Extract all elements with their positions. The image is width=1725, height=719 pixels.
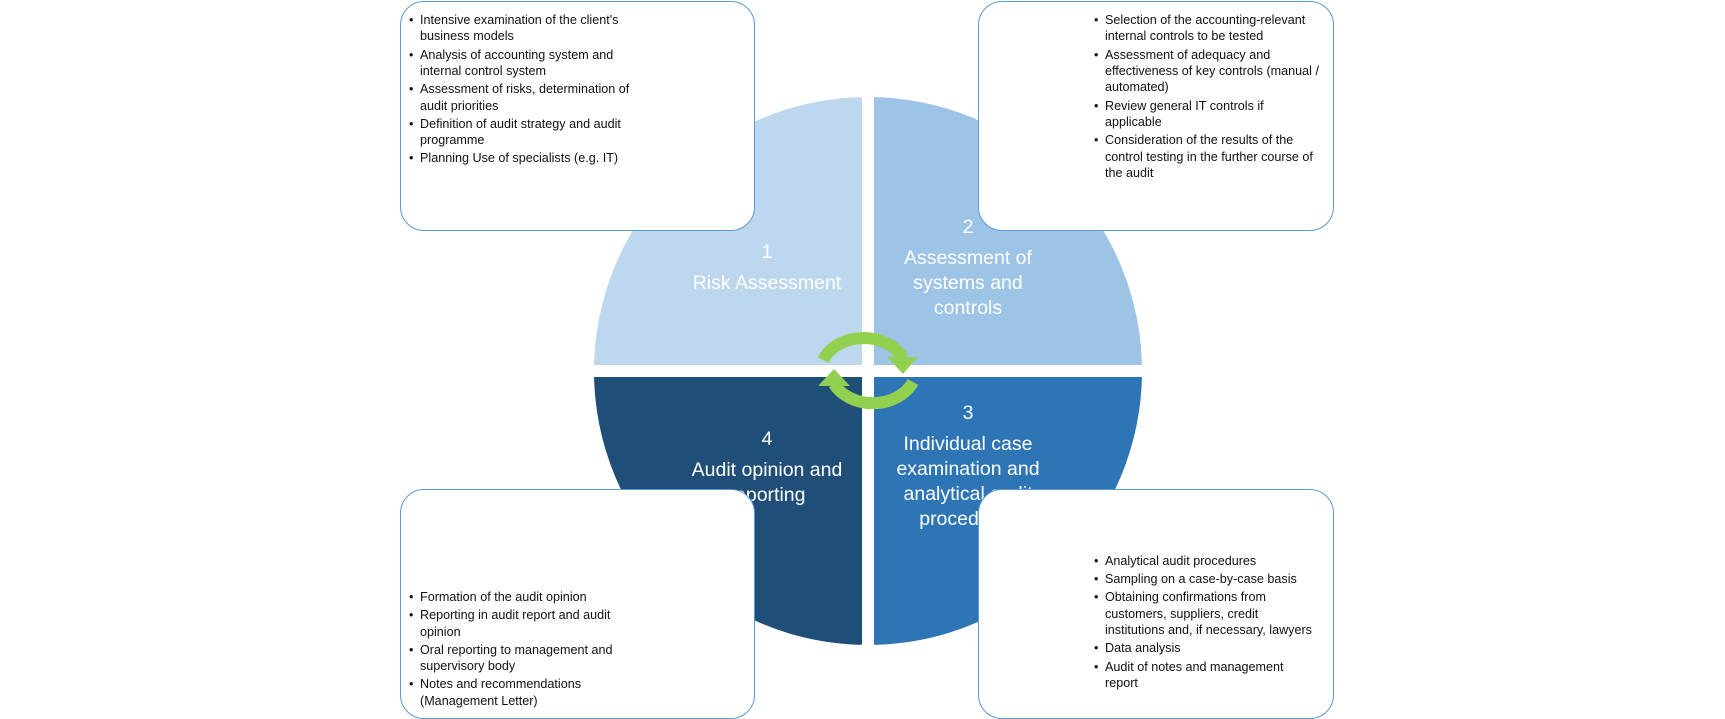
bullet-item: Analytical audit procedures [1094, 553, 1319, 570]
bullet-item: Review general IT controls if applicable [1094, 98, 1319, 131]
quadrant-4-number: 4 [761, 428, 773, 450]
case-examination-details-box: Analytical audit procedures Sampling on … [978, 489, 1334, 719]
risk-assessment-details-box: Intensive examination of the client's bu… [400, 1, 755, 231]
bullet-item: Analysis of accounting system and intern… [409, 47, 634, 80]
bullet-item: Planning Use of specialists (e.g. IT) [409, 150, 634, 167]
cycle-arrows-icon [817, 331, 919, 410]
quadrant-2-number: 2 [962, 216, 974, 238]
quadrant-2-title: Assessment of systems and controls [904, 247, 1032, 319]
quadrant-3-number: 3 [962, 402, 974, 424]
bullet-item: Consideration of the results of the cont… [1094, 132, 1319, 181]
bullet-item: Intensive examination of the client's bu… [409, 12, 634, 45]
audit-opinion-bullet-list: Formation of the audit opinion Reporting… [409, 589, 634, 711]
quadrant-1-label: 1 Risk Assessment [677, 240, 857, 296]
quadrant-1-title: Risk Assessment [692, 272, 842, 294]
vertical-divider [862, 93, 874, 649]
bullet-item: Sampling on a case-by-case basis [1094, 571, 1319, 588]
quadrant-2-label: 2 Assessment of systems and controls [888, 215, 1048, 321]
bullet-item: Selection of the accounting-relevant int… [1094, 12, 1319, 45]
quadrant-1-risk-assessment [594, 97, 868, 371]
risk-assessment-bullet-list: Intensive examination of the client's bu… [409, 12, 634, 169]
bullet-item: Oral reporting to management and supervi… [409, 642, 634, 675]
quadrant-2-systems-controls [868, 97, 1142, 371]
quadrant-1-number: 1 [761, 241, 773, 263]
systems-controls-bullet-list: Selection of the accounting-relevant int… [1094, 12, 1319, 183]
bullet-item: Audit of notes and management report [1094, 659, 1319, 692]
bullet-item: Assessment of adequacy and effectiveness… [1094, 47, 1319, 96]
bullet-item: Obtaining confirmations from customers, … [1094, 589, 1319, 638]
bullet-item: Formation of the audit opinion [409, 589, 634, 606]
systems-controls-details-box: Selection of the accounting-relevant int… [978, 1, 1334, 231]
bullet-item: Notes and recommendations (Management Le… [409, 676, 634, 709]
audit-opinion-details-box: Formation of the audit opinion Reporting… [400, 489, 755, 719]
bullet-item: Definition of audit strategy and audit p… [409, 116, 634, 149]
bullet-item: Data analysis [1094, 640, 1319, 657]
bullet-item: Assessment of risks, determination of au… [409, 81, 634, 114]
bullet-item: Reporting in audit report and audit opin… [409, 607, 634, 640]
case-examination-bullet-list: Analytical audit procedures Sampling on … [1094, 553, 1319, 693]
